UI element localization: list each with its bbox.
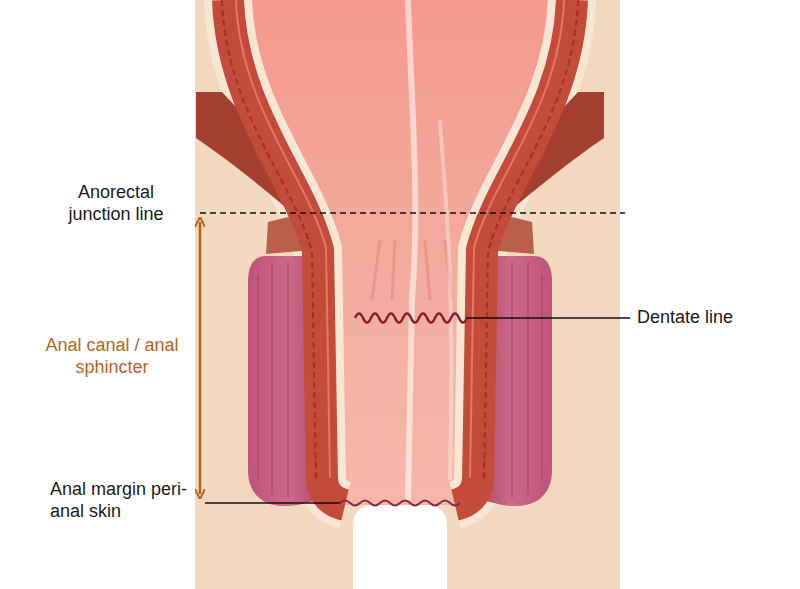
- dentate-line: [355, 314, 467, 323]
- mucosa-highlight: [440, 120, 451, 480]
- wall-striation: [222, 0, 316, 482]
- anal-margin-line: [340, 501, 460, 506]
- margin-label: Anal margin peri-anal skin: [50, 478, 198, 522]
- junction-line: [200, 212, 625, 214]
- leader-line: [466, 317, 630, 319]
- sphincter-striation: [258, 262, 288, 498]
- mucosa-fold: [372, 240, 452, 300]
- canal-label: Anal canal / anal sphincter: [44, 334, 180, 378]
- leader-line: [205, 502, 340, 504]
- length-arrow: [199, 222, 202, 494]
- mucosa-highlight: [408, 0, 415, 500]
- wall-striation: [236, 0, 330, 478]
- dentate-label: Dentate line: [637, 306, 787, 328]
- body-outline: [195, 0, 620, 589]
- rectal-wall: [228, 0, 345, 505]
- junction-label: Anorectal junction line: [48, 181, 184, 225]
